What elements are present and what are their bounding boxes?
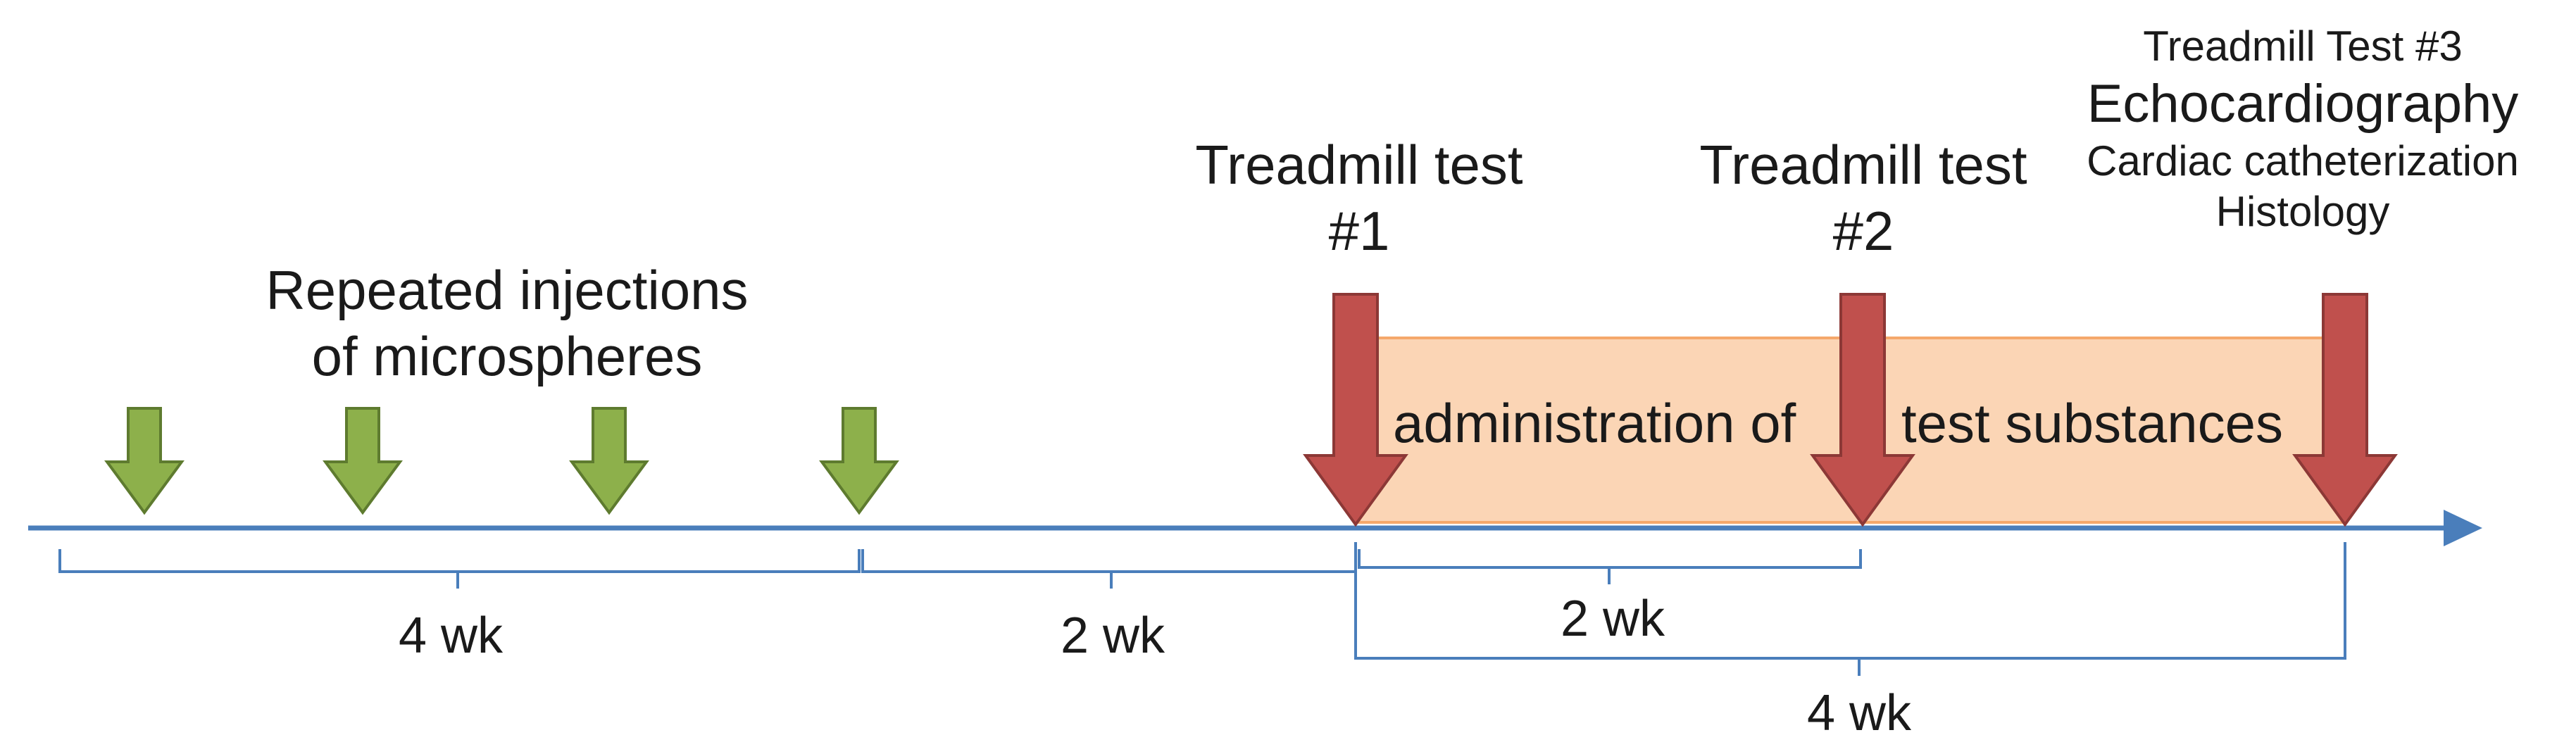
endpoint-line2: Echocardiography xyxy=(2087,74,2519,134)
injection-label-line2: of microspheres xyxy=(311,325,703,387)
treadmill-test-1-label: Treadmill test #1 xyxy=(1148,132,1570,264)
treadmill-test-1-line1: Treadmill test xyxy=(1195,134,1523,196)
treadmill-test-2-line2: #2 xyxy=(1832,199,1894,262)
bracket-injection-period xyxy=(58,549,861,589)
administration-label-part2: test substances xyxy=(1901,392,2283,454)
injection-arrow-1 xyxy=(104,407,185,515)
timeline-arrowhead xyxy=(2444,510,2482,546)
bracket-washout-period xyxy=(861,549,1357,589)
treadmill-test-2-arrow xyxy=(1810,293,1915,527)
injection-arrow-3 xyxy=(569,407,649,515)
injection-label-line1: Repeated injections xyxy=(265,259,749,321)
endpoint-line4: Histology xyxy=(2215,188,2390,236)
period-to-test2-label: 2 wk xyxy=(1560,591,1665,647)
injection-arrow-4 xyxy=(819,407,899,515)
period-washout-label: 2 wk xyxy=(1060,608,1165,664)
treadmill-test-2-label: Treadmill test #2 xyxy=(1652,132,2075,264)
administration-label-part1: administration of xyxy=(1393,392,1796,454)
endpoint-label: Treadmill Test #3 Echocardiography Cardi… xyxy=(2042,21,2563,237)
injection-arrow-2 xyxy=(323,407,403,515)
bracket-to-test2 xyxy=(1358,549,1862,584)
bracket-treatment-total xyxy=(1354,542,2346,676)
period-treatment-label: 4 wk xyxy=(1806,685,1912,741)
injection-label: Repeated injections of microspheres xyxy=(254,258,761,389)
treadmill-test-1-line2: #1 xyxy=(1328,199,1390,262)
endpoint-arrow xyxy=(2292,293,2398,527)
treadmill-test-2-line1: Treadmill test xyxy=(1699,134,2027,196)
treadmill-test-1-arrow xyxy=(1303,293,1408,527)
endpoint-line1: Treadmill Test #3 xyxy=(2143,23,2463,70)
endpoint-line3: Cardiac catheterization xyxy=(2087,137,2519,185)
period-injection-label: 4 wk xyxy=(398,608,504,664)
